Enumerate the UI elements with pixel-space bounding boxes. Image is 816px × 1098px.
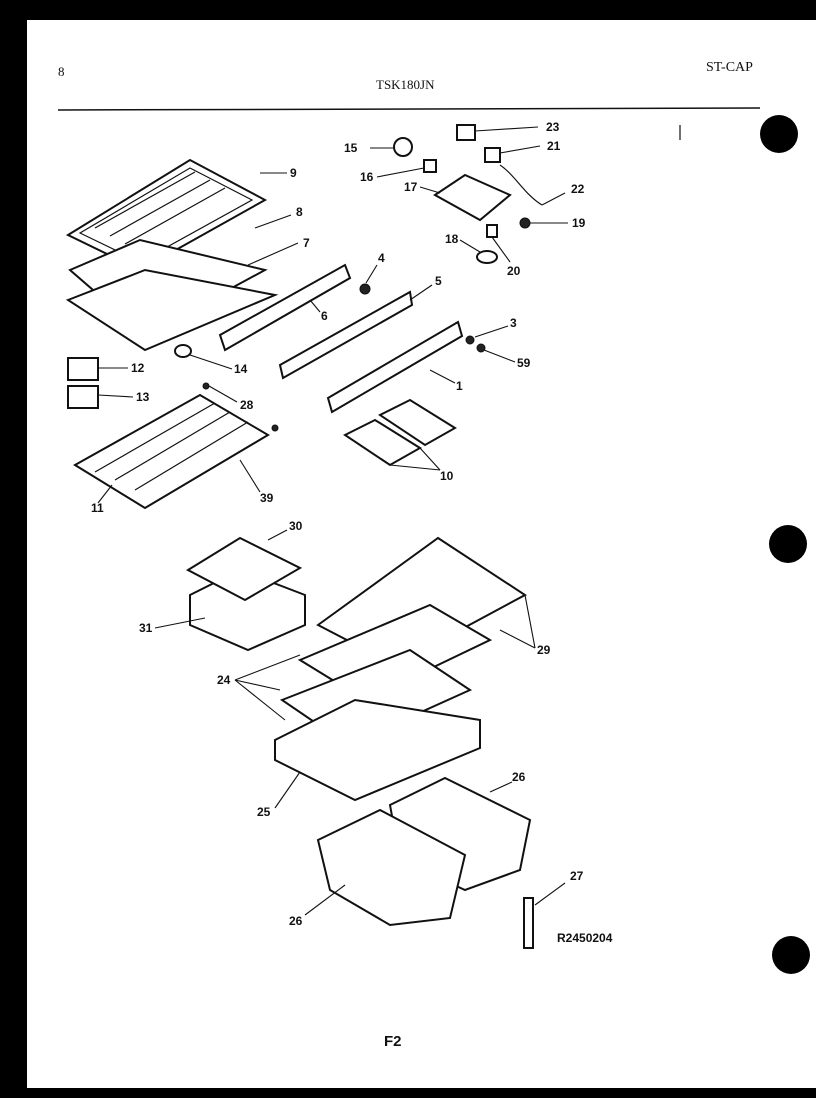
callout-25: 39	[260, 491, 274, 505]
binder-hole-top	[760, 115, 798, 153]
part-21-thermostat	[484, 147, 501, 163]
callout-12: 12	[131, 361, 145, 375]
callout-5: 6	[321, 309, 328, 323]
part-22-wire	[499, 164, 543, 206]
callout-6: 4	[378, 251, 385, 265]
callout-26: 30	[289, 519, 303, 533]
part-59-screw	[476, 343, 486, 353]
part-26-crisper-left	[316, 808, 467, 927]
callout-1: 9	[290, 166, 297, 180]
callout-28: 24	[217, 673, 231, 687]
part-20-bracket	[486, 224, 498, 238]
callout-16: 17	[404, 180, 418, 194]
shelf-assembly-top	[65, 158, 279, 352]
callout-27: 31	[139, 621, 153, 635]
callout-11: 14	[234, 362, 248, 376]
callout-39: 26	[289, 914, 303, 928]
part-3-washer	[465, 335, 475, 345]
callout-59: 27	[570, 869, 584, 883]
part-13-hinge	[67, 385, 99, 409]
binder-hole-bottom	[772, 936, 810, 974]
drawing-code: R2450204	[557, 931, 613, 945]
callout-3: 8	[296, 205, 303, 219]
callout-8: 3	[510, 316, 517, 330]
part-18-knob	[476, 250, 498, 264]
model-number: TSK180JN	[376, 77, 435, 92]
callout-labels: 9 8 7 6 4 5 3 59 1 14 12 13 15 16 17 18 …	[91, 120, 586, 928]
callout-10: 1	[456, 379, 463, 393]
part-30-cover	[185, 536, 303, 602]
part-4-screw	[359, 283, 371, 295]
callout-18: 19	[572, 216, 586, 230]
part-27-trim	[523, 897, 534, 949]
callout-13: 13	[136, 390, 150, 404]
callout-14: 15	[344, 141, 358, 155]
part-5-rail	[278, 290, 414, 380]
series-code: ST-CAP	[706, 60, 753, 75]
part-10-tray-a	[378, 398, 457, 447]
callout-22: 23	[546, 120, 560, 134]
part-19-switch	[519, 217, 531, 229]
callout-31: 26	[512, 770, 526, 784]
callout-29: 29	[537, 643, 551, 657]
callout-23: 28	[240, 398, 254, 412]
callout-19: 20	[507, 264, 521, 278]
callout-21: 22	[571, 182, 585, 196]
callout-26: 10	[440, 469, 454, 483]
callout-7: 5	[435, 274, 442, 288]
callout-9: 59	[517, 356, 531, 370]
part-12-hinge	[67, 357, 99, 381]
part-6-bracket	[218, 263, 352, 352]
binder-hole-middle	[769, 525, 807, 563]
part-25-crisper-cover	[274, 698, 481, 802]
leader-lines	[97, 126, 568, 916]
figure-label: F2	[384, 1033, 402, 1050]
part-14-clip	[174, 344, 192, 358]
callout-4: 7	[303, 236, 310, 250]
part-1-rail	[326, 320, 464, 414]
header-rule	[57, 107, 761, 111]
part-17-housing	[433, 173, 512, 222]
page-number: 8	[58, 64, 65, 79]
callout-15: 16	[360, 170, 374, 184]
callout-17: 18	[445, 232, 459, 246]
callout-30: 25	[257, 805, 271, 819]
callout-24: 11	[91, 501, 104, 515]
part-16-socket	[423, 159, 437, 173]
callout-20: 21	[547, 139, 561, 153]
part-23-control	[456, 124, 476, 141]
part-11-wire-shelf	[73, 382, 279, 510]
part-15-bulb	[393, 137, 413, 157]
